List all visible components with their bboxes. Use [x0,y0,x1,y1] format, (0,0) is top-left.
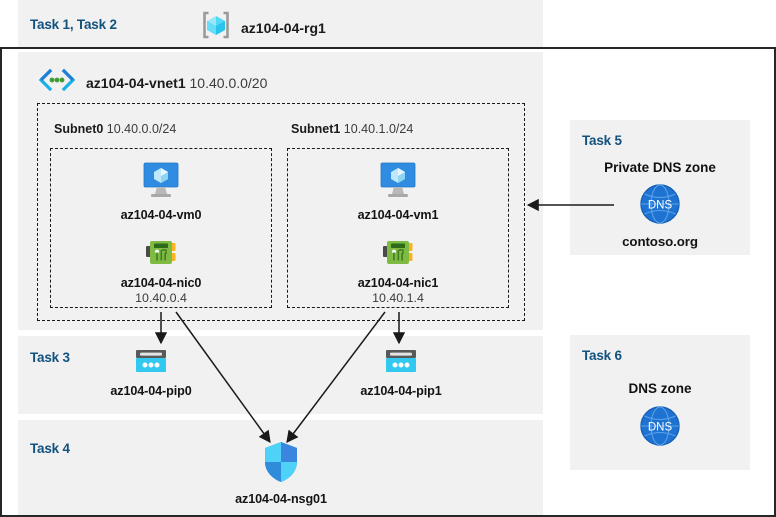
dns-zone-node: DNS [610,404,710,453]
vm-label: az104-04-vm1 [357,208,439,222]
virtual-network-icon [37,68,77,97]
dns-globe-icon: DNS [638,404,682,453]
network-security-group-shield-icon [261,440,301,489]
svg-text:DNS: DNS [648,422,673,434]
public-ip-address-icon [133,348,169,381]
public-ip-label: az104-04-pip1 [360,384,442,398]
resource-group-heading: az104-04-rg1 [200,10,326,45]
subnet1-box [287,148,509,308]
task-label-public-ip: Task 3 [30,350,70,365]
private-dns-zone-node: DNS contoso.org [610,182,710,249]
nic-label: az104-04-nic0 [120,276,202,290]
svg-text:DNS: DNS [648,200,673,212]
virtual-machine-icon [376,160,420,205]
resource-group-name: az104-04-rg1 [241,19,326,36]
vm-label: az104-04-vm0 [120,208,202,222]
public-ip-label: az104-04-pip0 [110,384,192,398]
task3-panel [18,336,543,414]
nic-ip: 10.40.0.4 [135,291,187,305]
dns-zone-title: DNS zone [628,381,692,396]
vnet-panel [18,52,543,330]
private-dns-zone-title: Private DNS zone [604,160,716,175]
task-label-dns-zone: Task 6 [582,348,622,363]
network-interface-icon [381,238,415,273]
subnets-container-box [37,103,525,321]
task-label-private-dns-zone: Task 5 [582,133,622,148]
vm-node-az104-04-vm1: az104-04-vm1 [348,160,448,222]
subnet1-title: Subnet1 10.40.1.0/24 [291,122,414,136]
public-ip-address-icon [383,348,419,381]
private-dns-zone-name: contoso.org [622,234,698,249]
resource-group-cube-icon [200,10,232,45]
task-label-resource-group: Task 1, Task 2 [30,17,117,32]
nsg-node: az104-04-nsg01 [231,440,331,506]
vm-node-az104-04-vm0: az104-04-vm0 [111,160,211,222]
vnet-heading: az104-04-vnet1 10.40.0.0/20 [37,68,267,97]
public-ip-node-az104-04-pip1: az104-04-pip1 [351,348,451,398]
task-label-nsg: Task 4 [30,441,70,456]
dns-globe-icon: DNS [638,182,682,231]
nic-node-az104-04-nic1: az104-04-nic1 10.40.1.4 [348,238,448,305]
nic-ip: 10.40.1.4 [372,291,424,305]
nic-label: az104-04-nic1 [357,276,439,290]
network-interface-icon [144,238,178,273]
resource-group-band [18,0,543,47]
subnet0-title: Subnet0 10.40.0.0/24 [54,122,177,136]
subnet0-box [50,148,272,308]
public-ip-node-az104-04-pip0: az104-04-pip0 [101,348,201,398]
vnet-name-and-cidr: az104-04-vnet1 10.40.0.0/20 [86,74,268,91]
virtual-machine-icon [139,160,183,205]
nic-node-az104-04-nic0: az104-04-nic0 10.40.0.4 [111,238,211,305]
nsg-label: az104-04-nsg01 [235,492,327,506]
task6-panel [570,335,750,470]
